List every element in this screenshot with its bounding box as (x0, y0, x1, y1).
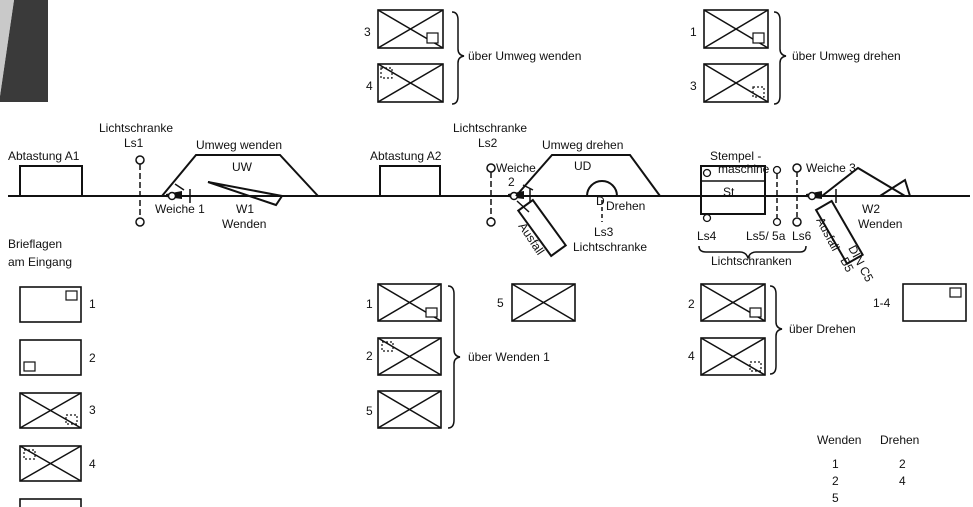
brieflage-number-1: 1 (89, 297, 96, 311)
top-wenden-group: 3 4 über Umweg wenden (364, 10, 581, 104)
table-header-wenden: Wenden (817, 433, 861, 447)
uw-label: UW (232, 160, 253, 174)
stempel-label-a: Stempel - (710, 149, 761, 163)
top-wenden-number-2: 4 (366, 79, 373, 93)
top-drehen-label: über Umweg drehen (792, 49, 901, 63)
ls4-label: Ls4 (697, 229, 717, 243)
weiche-2-number: 2 (508, 175, 515, 189)
ausfall-2-label: Ausfall (813, 215, 842, 253)
output-label: 1-4 (873, 296, 891, 310)
weiche-3-label: Weiche 3 (806, 161, 856, 175)
top-wenden-number-1: 3 (364, 25, 371, 39)
ud-label: UD (574, 159, 592, 173)
top-drehen-group: 1 3 über Umweg drehen (690, 10, 901, 104)
table-drehen-1: 2 (899, 457, 906, 471)
wenden-1-number-3: 5 (366, 404, 373, 418)
table-wenden-3: 5 (832, 491, 839, 505)
wenden-1-number-1: 1 (366, 297, 373, 311)
table-wenden-1: 1 (832, 457, 839, 471)
brieflage-number-4: 4 (89, 457, 96, 471)
wenden-1-label: über Wenden 1 (468, 350, 550, 364)
lichtschranke-2-label: Lichtschranke (453, 121, 527, 135)
umweg-wenden-label: Umweg wenden (196, 138, 282, 152)
brieflagen-title-b: am Eingang (8, 255, 72, 269)
abtastung-a1-box (20, 166, 82, 196)
ls1-label: Ls1 (124, 136, 144, 150)
drehen-label: über Drehen (789, 322, 856, 336)
top-wenden-label: über Umweg wenden (468, 49, 581, 63)
top-drehen-number-2: 3 (690, 79, 697, 93)
w1-wenden-label: Wenden (222, 217, 266, 231)
w1-label: W1 (236, 202, 254, 216)
drehen-number-1: 2 (688, 297, 695, 311)
weiche-2-label: Weiche (496, 161, 536, 175)
brieflagen-title-a: Brieflagen (8, 237, 62, 251)
photo-corner (0, 0, 48, 102)
abtastung-a2-label: Abtastung A2 (370, 149, 442, 163)
drehen-group: 2 4 über Drehen (688, 284, 856, 375)
top-drehen-number-1: 1 (690, 25, 697, 39)
ls6-label: Ls6 (792, 229, 812, 243)
w2-label: W2 (862, 202, 880, 216)
drehen-number-2: 4 (688, 349, 695, 363)
drehen-label: Drehen (606, 199, 645, 213)
st-label: St (723, 185, 735, 199)
ls2-label: Ls2 (478, 136, 498, 150)
d-label: D (596, 194, 605, 208)
table-wenden-2: 2 (832, 474, 839, 488)
brieflagen-group: Brieflagen am Eingang 1 2 3 4 (8, 237, 96, 507)
lichtschranke-3-label: Lichtschranke (573, 240, 647, 254)
brieflage-envelope-5 (20, 499, 81, 507)
lichtschranken-label: Lichtschranken (711, 254, 792, 268)
wenden-1-number-2: 2 (366, 349, 373, 363)
stempel-label-b: maschine (718, 162, 770, 176)
single-number: 5 (497, 296, 504, 310)
ls5-label: Ls5/ 5a (746, 229, 786, 243)
abtastung-a2-box (380, 166, 440, 196)
single-envelope-group: 5 (497, 284, 575, 321)
table-header-drehen: Drehen (880, 433, 919, 447)
ausfall-1-label: Ausfall (516, 220, 548, 258)
assignment-table: Wenden Drehen 1 2 5 2 4 (817, 433, 919, 505)
conveyor-track: Abtastung A1 Lichtschranke Ls1 Umweg wen… (8, 121, 970, 284)
lichtschranke-1-label: Lichtschranke (99, 121, 173, 135)
output-group: 1-4 (873, 284, 966, 321)
abtastung-a1-label: Abtastung A1 (8, 149, 80, 163)
umweg-drehen-label: Umweg drehen (542, 138, 623, 152)
table-drehen-2: 4 (899, 474, 906, 488)
weiche-1-label: Weiche 1 (155, 202, 205, 216)
ls3-label: Ls3 (594, 225, 614, 239)
w2-wenden-label: Wenden (858, 217, 902, 231)
brieflage-number-3: 3 (89, 403, 96, 417)
brieflage-number-2: 2 (89, 351, 96, 365)
